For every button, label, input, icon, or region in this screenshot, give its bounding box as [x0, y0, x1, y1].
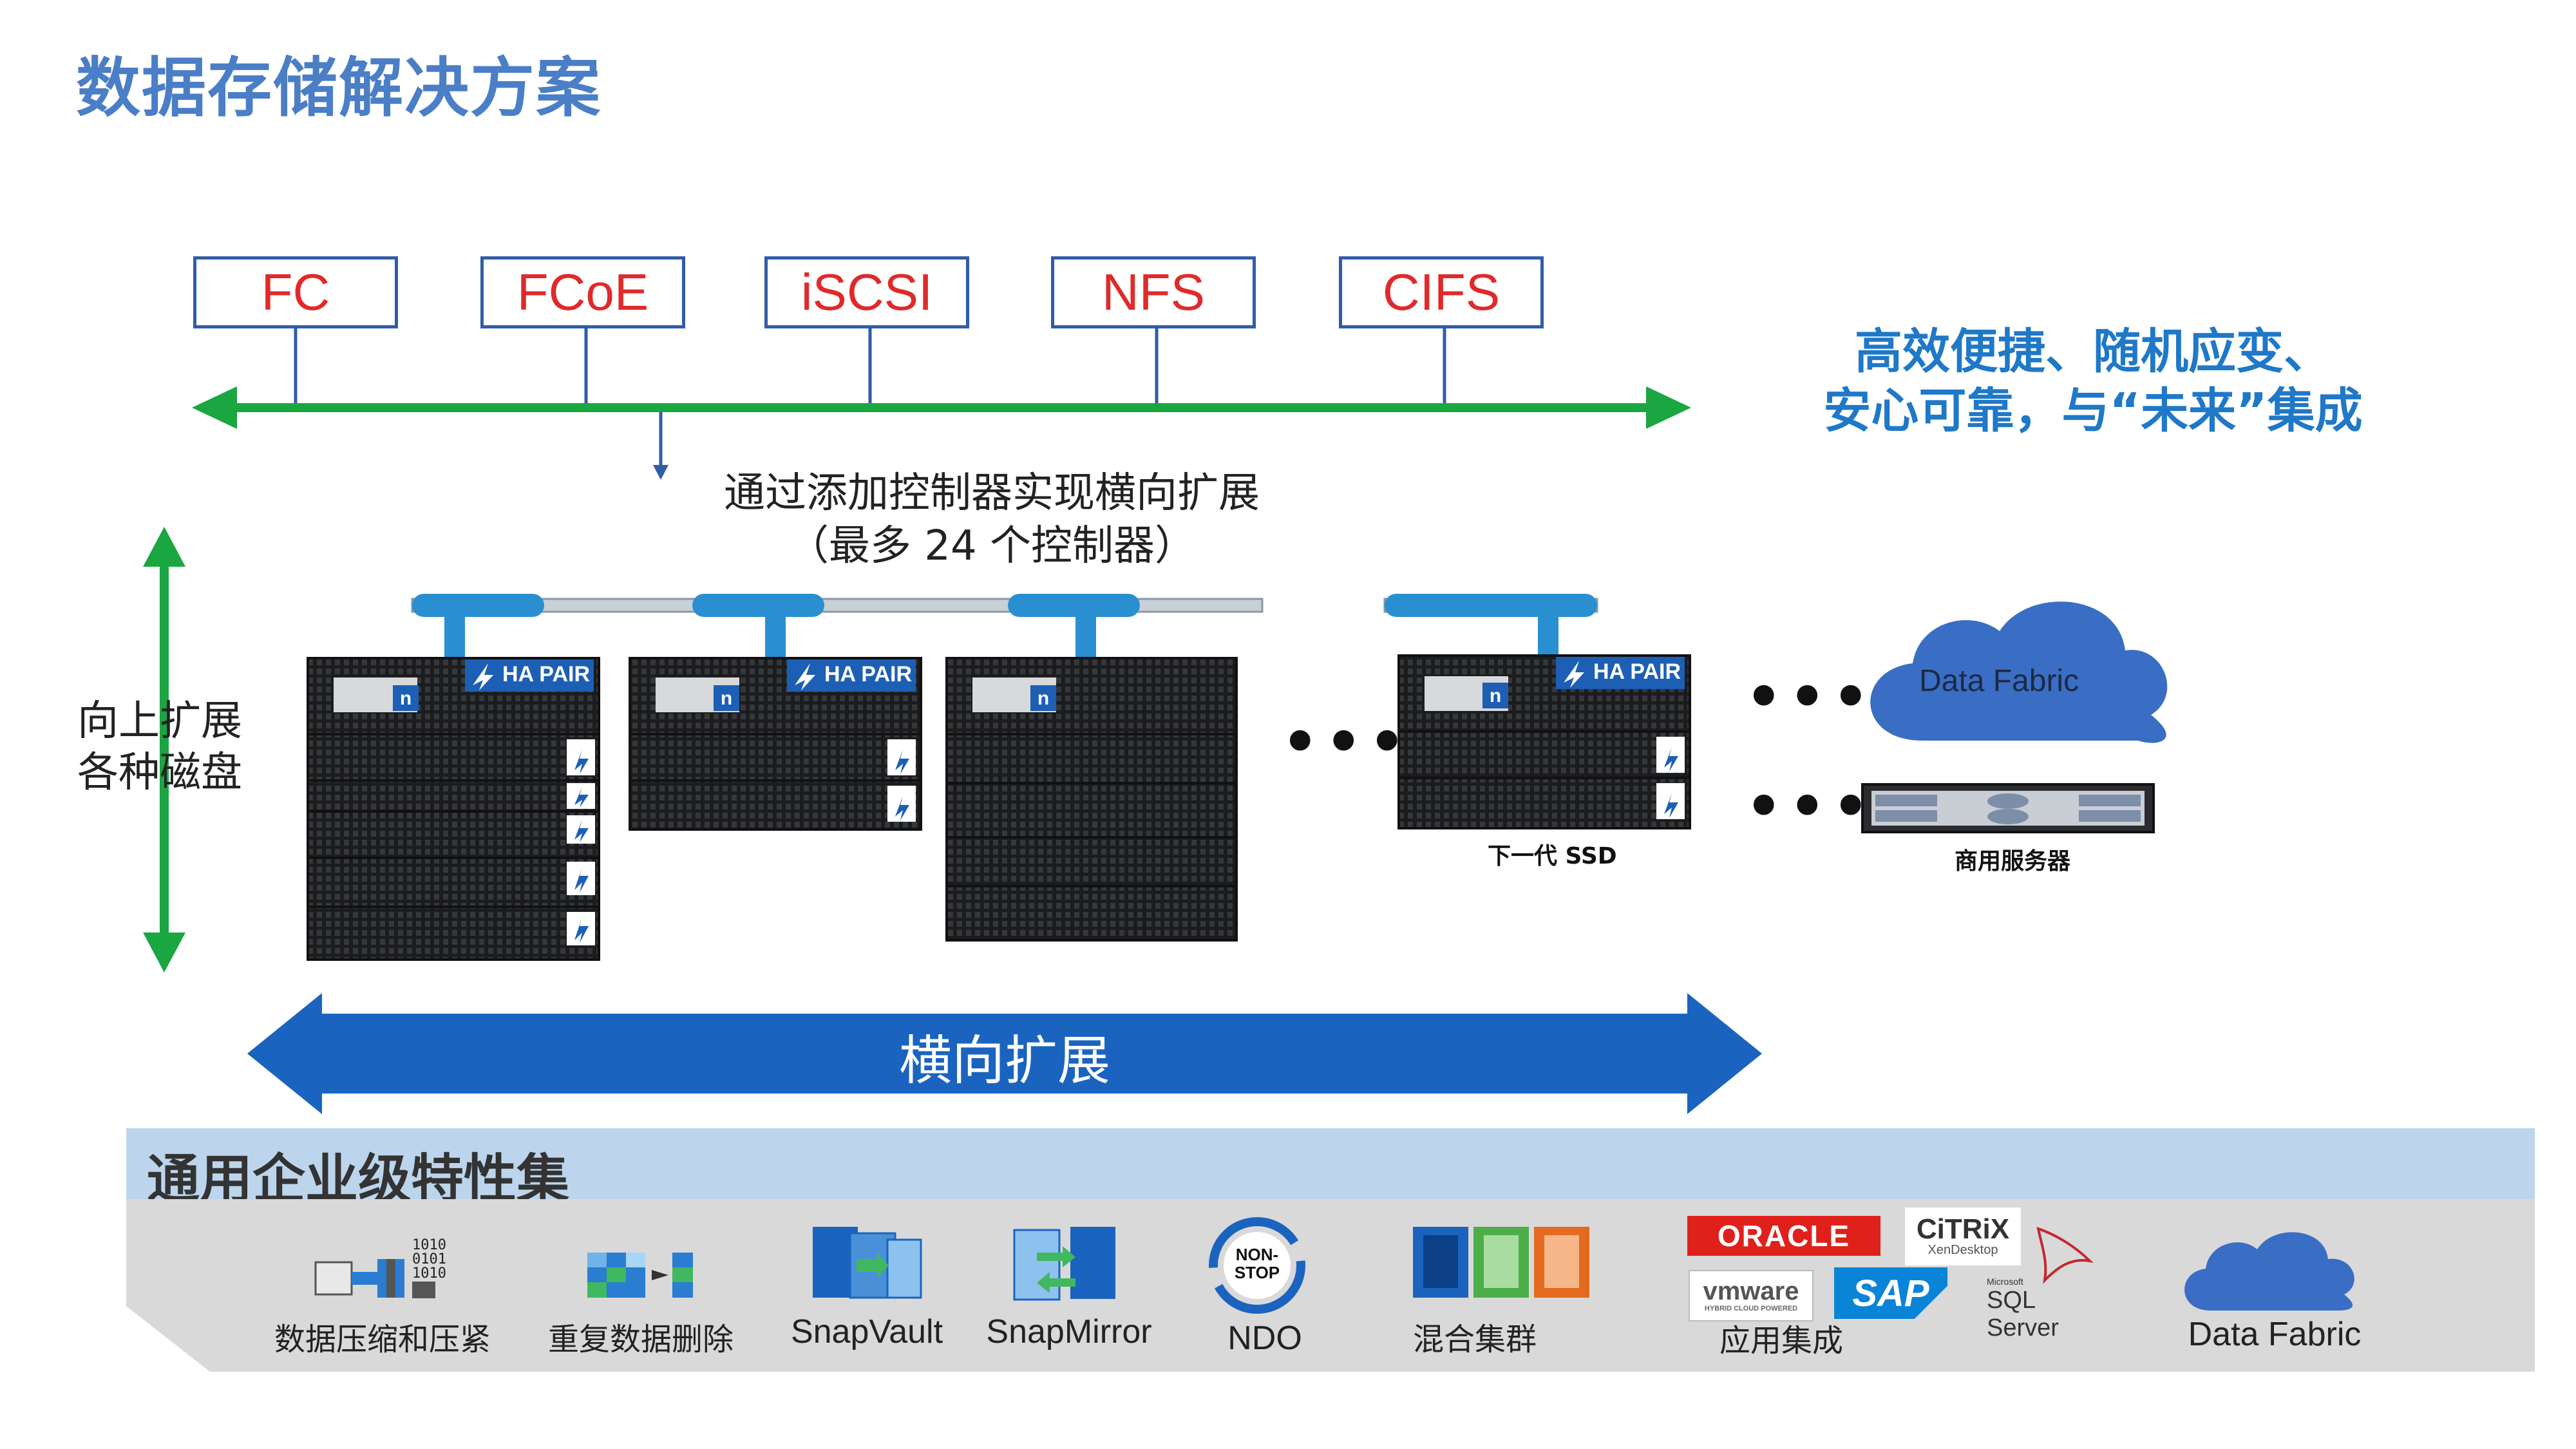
switch-3 [1008, 594, 1140, 617]
feature-label-data-fabric: Data Fabric [2188, 1316, 2362, 1353]
protocol-iscsi: iSCSI [764, 256, 969, 328]
snapmirror-icon [1013, 1227, 1115, 1301]
feature-label-compression: 数据压缩和压紧 [274, 1321, 491, 1358]
sql-server-logo: Microsoft SQL Server [1987, 1222, 2103, 1341]
next-gen-ssd-label: 下一代 SSD [1488, 843, 1617, 869]
features-band [126, 1199, 2535, 1372]
citrix-logo: CiTRiX XenDesktop [1905, 1208, 2021, 1265]
sap-logo: SAP [1834, 1267, 1947, 1319]
protocol-arrow-right-head [1646, 386, 1691, 429]
sql-server-mark [2036, 1227, 2094, 1284]
features-heading-bar: 通用企业级特性集 [126, 1128, 2535, 1210]
scale-up-label: 向上扩展 各种磁盘 [77, 696, 242, 799]
vmware-logo: vmware HYBRID CLOUD POWERED [1689, 1270, 1814, 1321]
oracle-logo: ORACLE [1687, 1216, 1880, 1256]
feature-label-hybrid-cluster: 混合集群 [1412, 1321, 1537, 1358]
scale-up-line1: 向上扩展 [77, 697, 242, 745]
citrix-logo-text: CiTRiX [1916, 1213, 2010, 1245]
scale-up-arrow-bottom-head [143, 933, 185, 972]
stack-3: n [945, 657, 1238, 942]
page-title: 数据存储解决方案 [76, 50, 601, 126]
feature-label-ndo: NDO [1227, 1320, 1302, 1357]
svg-text:0101: 0101 [412, 1251, 446, 1267]
protocol-cifs: CIFS [1339, 256, 1544, 328]
uplink-4 [1538, 612, 1558, 657]
ellipsis-server: ••• [1745, 773, 1876, 840]
vmware-logo-text: vmware [1703, 1277, 1799, 1305]
bolt-icon [473, 663, 493, 690]
feature-label-dedup: 重复数据删除 [547, 1321, 734, 1358]
ellipsis-cloud: ••• [1745, 663, 1876, 731]
stack-2: n [629, 657, 922, 831]
svg-text:n: n [1037, 688, 1049, 709]
feature-label-snapmirror: SnapMirror [986, 1313, 1152, 1350]
svg-text:1010: 1010 [412, 1237, 446, 1253]
vmware-logo-sub: HYBRID CLOUD POWERED [1704, 1305, 1798, 1312]
scale-out-note-line1: 通过添加控制器实现横向扩展 [724, 469, 1260, 517]
svg-text:NON-: NON- [1236, 1245, 1278, 1264]
svg-text:n: n [721, 688, 732, 709]
svg-text:1010: 1010 [412, 1265, 446, 1282]
protocol-fc: FC [193, 256, 398, 328]
scale-out-label: 横向扩展 [898, 1030, 1110, 1092]
note-pointer-head [653, 465, 668, 480]
snapvault-icon [813, 1227, 922, 1299]
protocol-nfs: NFS [1051, 256, 1256, 328]
shelf-1-1 [307, 733, 600, 782]
svg-text:STOP: STOP [1235, 1263, 1280, 1282]
stack-4: n [1397, 654, 1691, 829]
scale-out-note-line2: （最多 24 个控制器） [787, 522, 1197, 570]
citrix-logo-sub: XenDesktop [1927, 1243, 1998, 1257]
scale-up-arrow-top-head [143, 527, 185, 567]
ha-pair-label-3: HA PAIR [1593, 659, 1681, 684]
uplink-2 [765, 612, 786, 657]
ndo-icon: NON- STOP [1209, 1217, 1305, 1314]
data-fabric-cloud [1870, 601, 2168, 743]
scale-out-note: 通过添加控制器实现横向扩展 （最多 24 个控制器） [644, 467, 1340, 573]
uplink-3 [1075, 612, 1096, 657]
compression-icon: 1010 0101 1010 [314, 1237, 446, 1298]
ellipsis-stacks: ••• [1282, 708, 1412, 776]
svg-text:n: n [1490, 685, 1501, 706]
ha-pair-label-1: HA PAIR [502, 662, 590, 687]
cloud-icon [2184, 1232, 2354, 1311]
protocol-fcoe: FCoE [480, 256, 685, 328]
feature-label-app-integration: 应用集成 [1719, 1323, 1843, 1359]
tagline-line1: 高效便捷、随机应变、 [1855, 324, 2331, 379]
uplink-1 [444, 612, 465, 657]
sql-text: SQL Server [1987, 1287, 2059, 1341]
tagline-line2: 安心可靠，与“未来”集成 [1823, 383, 2363, 439]
scale-out-arrow [247, 993, 1762, 1114]
svg-text:n: n [400, 688, 412, 709]
switch-4 [1385, 594, 1597, 617]
commodity-server [1861, 783, 2155, 833]
shelf-1-5 [307, 905, 600, 961]
hybrid-cluster-icon [1413, 1227, 1589, 1298]
scale-up-line2: 各种磁盘 [77, 749, 242, 797]
tagline: 高效便捷、随机应变、 安心可靠，与“未来”集成 [1739, 322, 2447, 440]
commodity-server-label: 商用服务器 [1955, 848, 2071, 875]
dedup-icon [587, 1253, 693, 1298]
stack-1: n [307, 657, 600, 961]
switch-2 [692, 594, 824, 617]
switch-1 [412, 594, 544, 617]
ha-pair-label-2: HA PAIR [824, 662, 912, 687]
sql-prefix: Microsoft [1987, 1276, 2023, 1287]
protocol-arrow-left-head [192, 386, 237, 429]
data-fabric-cloud-label: Data Fabric [1919, 664, 2079, 698]
shelf-1-3 [307, 810, 600, 859]
feature-label-snapvault: SnapVault [790, 1313, 943, 1350]
